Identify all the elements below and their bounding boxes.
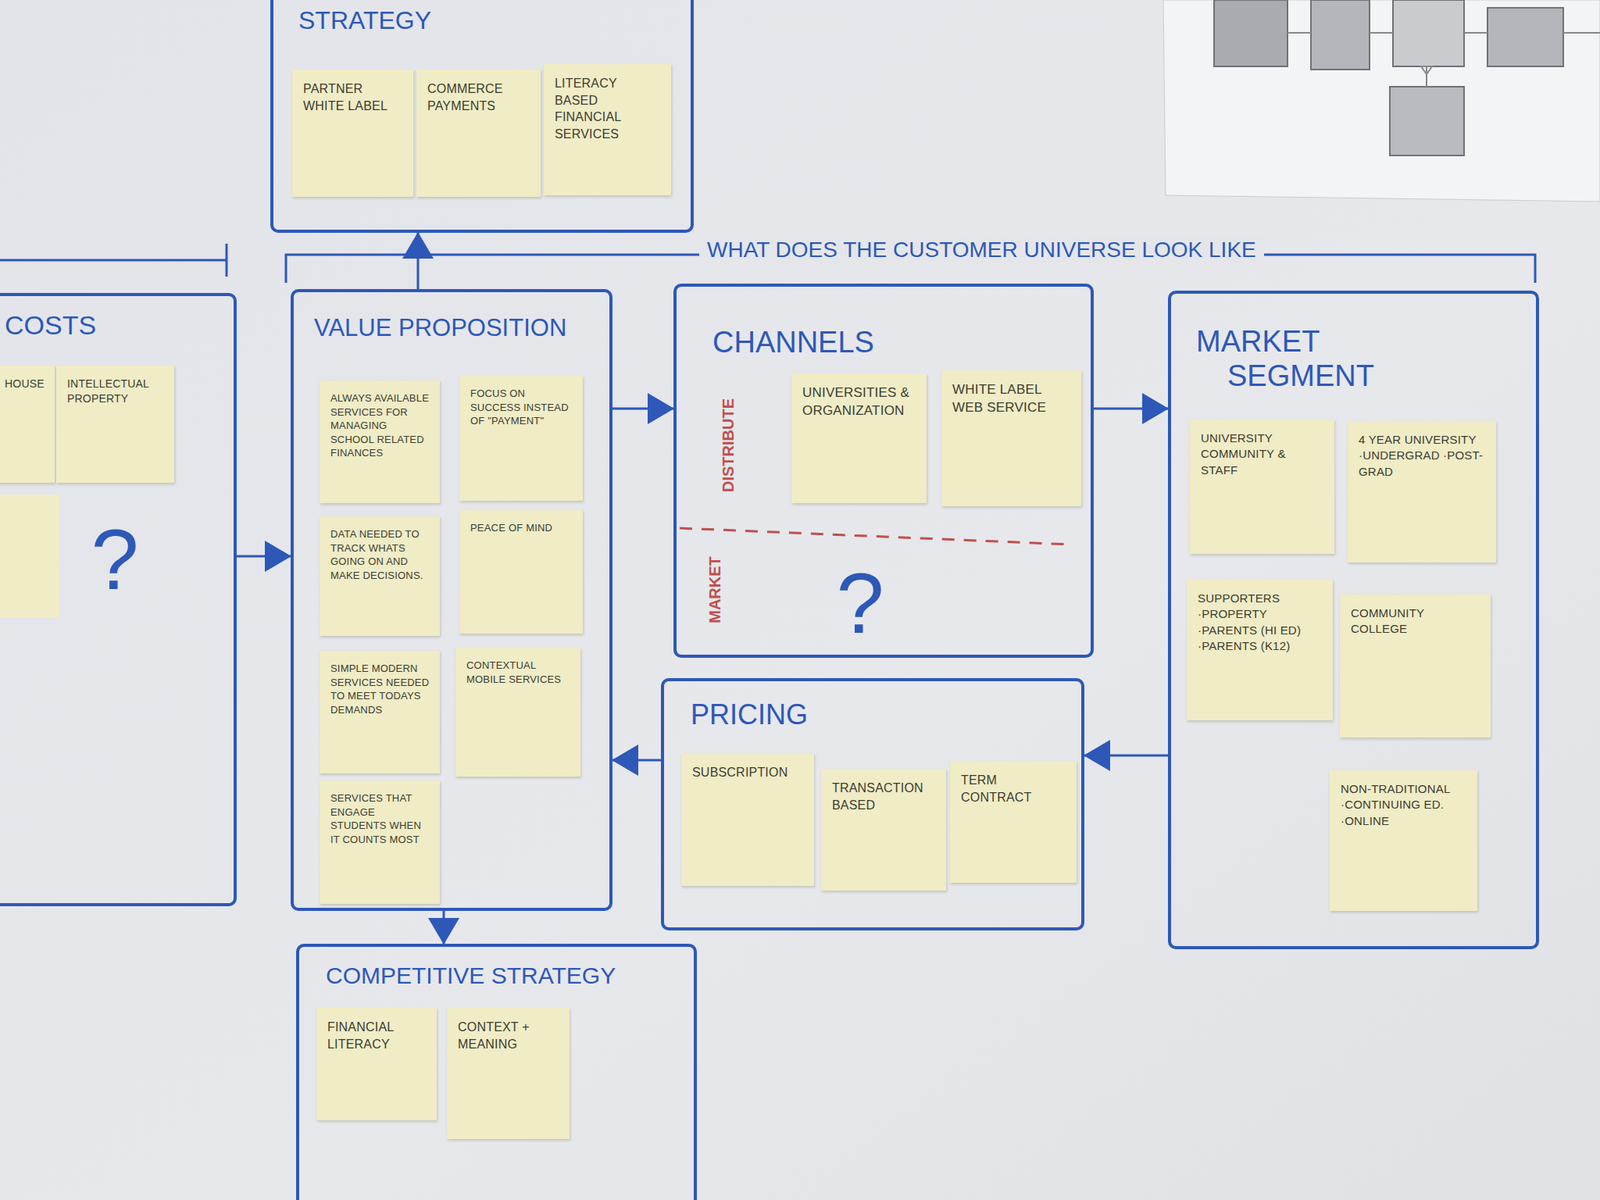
- section-heading: COMPETITIVE STRATEGY: [325, 962, 616, 990]
- section-heading: MARKET SEGMENT: [1196, 325, 1462, 393]
- sticky-text: 4 YEAR UNIVERSITY ·UNDERGRAD ·POST-GRAD: [1358, 432, 1488, 480]
- sticky-text: COMMERCE PAYMENTS: [427, 80, 533, 115]
- sticky-text: NON-TRADITIONAL ·CONTINUING ED. ·ONLINE: [1340, 781, 1469, 829]
- sticky-note: CONTEXT + MEANING: [446, 1007, 570, 1140]
- sticky-note: FOCUS ON SUCCESS INSTEAD OF "PAYMENT": [459, 375, 583, 501]
- sticky-note: UNIVERSITY COMMUNITY & STAFF: [1189, 419, 1335, 554]
- empty-sticky: [0, 494, 60, 618]
- sticky-note: COMMERCE PAYMENTS: [416, 69, 541, 197]
- paper-wire: [1421, 66, 1433, 75]
- sticky-note: LITERACY BASED FINANCIAL SERVICES: [543, 64, 672, 196]
- bracket-label: WHAT DOES THE CUSTOMER UNIVERSE LOOK LIK…: [699, 236, 1265, 264]
- divider-line: [679, 528, 1072, 545]
- sticky-text: ALWAYS AVAILABLE SERVICES FOR MANAGING S…: [330, 391, 432, 461]
- connector-layer: [236, 232, 1168, 944]
- section-heading: PRICING: [690, 698, 808, 731]
- sticky-text: UNIVERSITIES & ORGANIZATION: [802, 384, 918, 421]
- sticky-note: SERVICES THAT ENGAGE STUDENTS WHEN IT CO…: [319, 780, 440, 904]
- sticky-text: CONTEXT + MEANING: [457, 1018, 561, 1053]
- sticky-note: INTELLECTUAL PROPERTY: [56, 365, 175, 483]
- paper-box: [1310, 0, 1370, 70]
- paper-box: [1214, 0, 1288, 67]
- sticky-note: COMMUNITY COLLEGE: [1339, 594, 1491, 738]
- sticky-text: SIMPLE MODERN SERVICES NEEDED TO MEET TO…: [330, 661, 432, 717]
- sticky-note: NON-TRADITIONAL ·CONTINUING ED. ·ONLINE: [1329, 770, 1478, 911]
- section-heading: VALUE PROPOSITION: [314, 314, 567, 343]
- paper-wire: [1287, 32, 1600, 87]
- sticky-text: TRANSACTION BASED: [832, 779, 938, 814]
- canvas-section: COSTS? HOUSE INTELLECTUAL PROPERTY: [0, 292, 237, 907]
- sticky-note: CONTEXTUAL MOBILE SERVICES: [455, 647, 581, 777]
- canvas-section: VALUE PROPOSITION ALWAYS AVAILABLE SERVIC…: [290, 289, 613, 911]
- canvas-section: PRICING SUBSCRIPTION TRANSACTION BASED TERM…: [660, 678, 1085, 931]
- sticky-note: SIMPLE MODERN SERVICES NEEDED TO MEET TO…: [319, 650, 440, 774]
- paper-sheet: [1163, 0, 1600, 202]
- sticky-note: HOUSE: [0, 365, 55, 483]
- sticky-text: SERVICES THAT ENGAGE STUDENTS WHEN IT CO…: [330, 791, 432, 847]
- sticky-text: CONTEXTUAL MOBILE SERVICES: [466, 658, 572, 686]
- sticky-note: DATA NEEDED TO TRACK WHATS GOING ON AND …: [319, 516, 440, 636]
- canvas-section: MARKET SEGMENT UNIVERSITY COMMUNITY & STA…: [1167, 290, 1540, 950]
- sticky-text: LITERACY BASED FINANCIAL SERVICES: [554, 75, 663, 143]
- arrow-connector: [442, 910, 446, 944]
- canvas-section: COMPETITIVE STRATEGY FINANCIAL LITERACY CO…: [296, 943, 697, 1200]
- arrow-connector: [417, 232, 420, 290]
- sticky-text: INTELLECTUAL PROPERTY: [67, 376, 166, 407]
- section-heading: CHANNELS: [712, 325, 875, 361]
- sticky-note: TERM CONTRACT: [950, 760, 1077, 883]
- sticky-text: FOCUS ON SUCCESS INSTEAD OF "PAYMENT": [470, 386, 575, 429]
- sticky-note: SUBSCRIPTION: [681, 753, 815, 886]
- bracket-line: [0, 243, 227, 277]
- sticky-text: PEACE OF MIND: [470, 521, 575, 536]
- arrow-connector: [236, 555, 291, 558]
- arrow-connector: [612, 407, 674, 411]
- section-heading: COSTS: [4, 310, 97, 341]
- sticky-text: SUPPORTERS ·PROPERTY ·PARENTS (HI ED) ·P…: [1197, 590, 1325, 654]
- sticky-note: ALWAYS AVAILABLE SERVICES FOR MANAGING S…: [319, 380, 440, 504]
- section-label: MARKET: [707, 556, 723, 624]
- arrow-connector: [612, 759, 661, 762]
- paper-box: [1392, 0, 1465, 67]
- question-mark: ?: [835, 560, 884, 647]
- paper-box: [1389, 86, 1465, 156]
- canvas-section: STRATEGY PARTNER WHITE LABEL COMMERCE PAYM…: [270, 0, 694, 233]
- sticky-note: TRANSACTION BASED: [821, 768, 947, 891]
- arrow-connector: [1093, 407, 1168, 411]
- sticky-note: FINANCIAL LITERACY: [316, 1007, 437, 1121]
- paper: [1163, 0, 1600, 202]
- sticky-text: WHITE LABEL WEB SERVICE: [952, 381, 1073, 418]
- sticky-text: COMMUNITY COLLEGE: [1350, 605, 1483, 638]
- section-heading: STRATEGY: [298, 6, 432, 36]
- sticky-text: UNIVERSITY COMMUNITY & STAFF: [1200, 430, 1326, 479]
- sticky-note: 4 YEAR UNIVERSITY ·UNDERGRAD ·POST-GRAD: [1347, 421, 1497, 563]
- question-mark: ?: [90, 516, 139, 603]
- sticky-note: SUPPORTERS ·PROPERTY ·PARENTS (HI ED) ·P…: [1186, 579, 1333, 721]
- sticky-text: HOUSE: [4, 376, 47, 392]
- section-label: DISTRIBUTE: [720, 398, 736, 493]
- sticky-note: PARTNER WHITE LABEL: [292, 69, 414, 197]
- sticky-text: TERM CONTRACT: [960, 771, 1068, 806]
- sticky-text: PARTNER WHITE LABEL: [303, 80, 405, 115]
- sticky-note: UNIVERSITIES & ORGANIZATION: [791, 373, 927, 504]
- arrow-connector: [1084, 754, 1168, 758]
- sticky-text: DATA NEEDED TO TRACK WHATS GOING ON AND …: [330, 527, 432, 583]
- sticky-text: FINANCIAL LITERACY: [327, 1018, 429, 1053]
- paper-box: [1487, 7, 1564, 67]
- sticky-note: PEACE OF MIND: [459, 510, 583, 634]
- sticky-text: SUBSCRIPTION: [692, 764, 806, 782]
- sticky-note: WHITE LABEL WEB SERVICE: [941, 370, 1082, 507]
- canvas-section: CHANNELS DISTRIBUTE MARKET? UNIVERSITIES & …: [673, 283, 1094, 658]
